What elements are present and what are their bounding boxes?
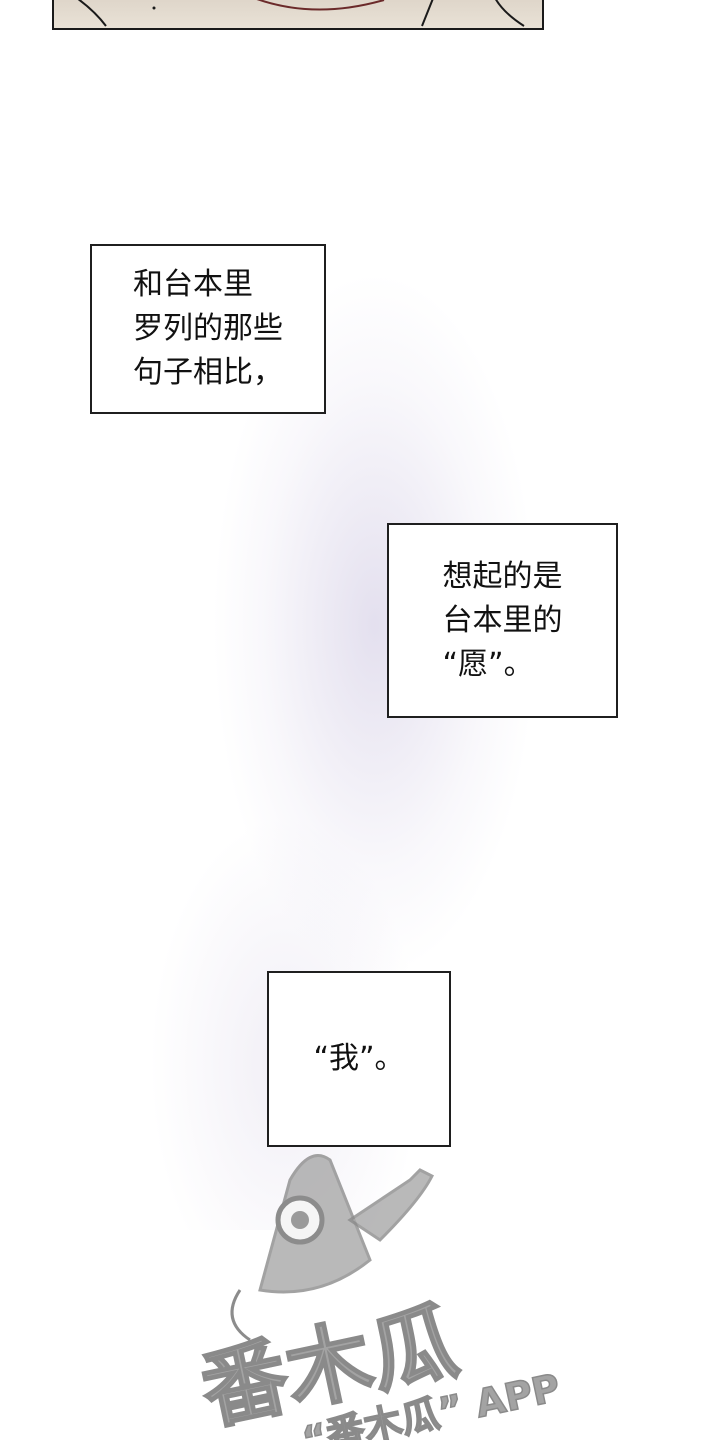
caption-box-3: “我”。 [267,971,451,1147]
caption-box-2: 想起的是 台本里的 “愿”。 [387,523,618,718]
panel-artwork [77,0,525,27]
comic-panel-top [52,0,544,30]
watermark: 番木瓜 “番木瓜” APP [180,1140,600,1444]
watermark-mascot-icon: 番木瓜 “番木瓜” APP [192,1154,565,1444]
caption-box-1: 和台本里 罗列的那些 句子相比， [90,244,326,414]
caption-text-2: 想起的是 台本里的 “愿”。 [442,558,563,682]
caption-text-3: “我”。 [313,1041,405,1076]
caption-text-1: 和台本里 罗列的那些 句子相比， [133,267,283,390]
